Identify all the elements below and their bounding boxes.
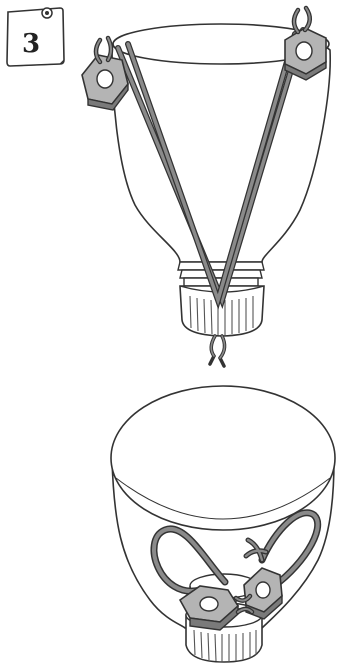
- step-number: 3: [22, 29, 40, 59]
- knot-bottom: [210, 336, 225, 366]
- top-assembly: [82, 8, 330, 366]
- bottom-assembly: [111, 386, 335, 662]
- hex-nut-right: [285, 8, 326, 80]
- step-badge: 3: [7, 8, 64, 66]
